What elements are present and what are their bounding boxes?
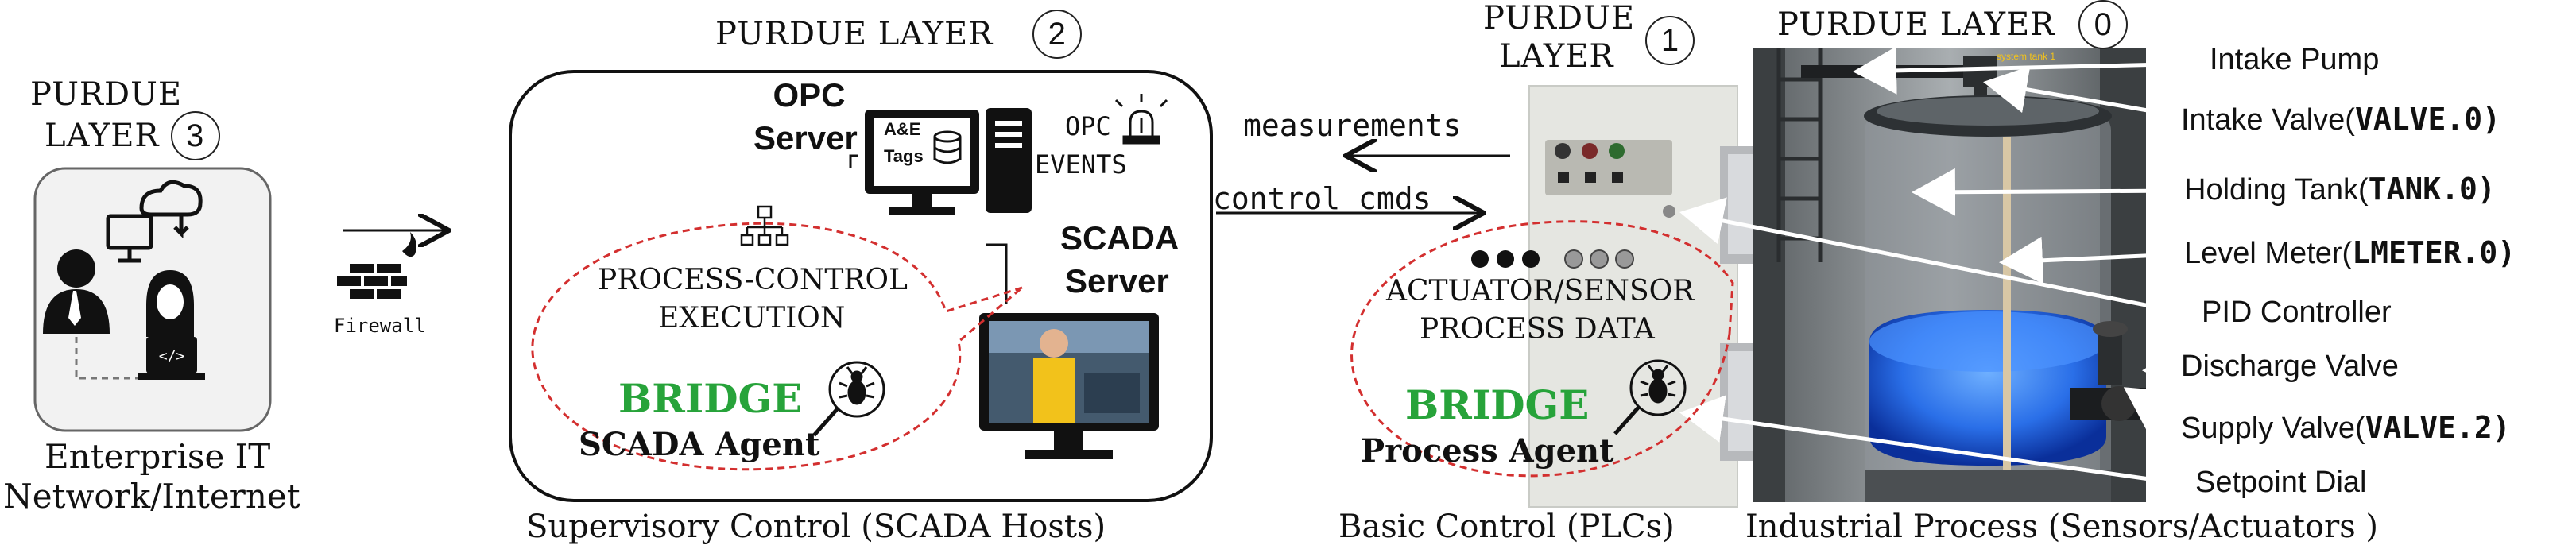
component-level-meter: Level Meter(LMETER.0)	[2184, 235, 2516, 270]
layer0-caption: Industrial Process (Sensors/Actuators )	[1745, 509, 2379, 545]
opc-events-line1: OPC	[1065, 111, 1111, 141]
process-control-line2: EXECUTION	[658, 302, 846, 335]
tank-photo	[1753, 48, 2146, 502]
process-agent-label: Process Agent	[1361, 432, 1614, 470]
opc-server-line2: Server	[753, 119, 858, 157]
hierarchy-icon	[740, 205, 789, 246]
layer3-caption-1: Enterprise IT	[45, 437, 271, 476]
component-holding-tank: Holding Tank(TANK.0)	[2184, 172, 2496, 207]
scada-bridge-bubble	[531, 222, 1023, 471]
scada-server-monitor	[979, 313, 1159, 459]
status-dots	[1471, 249, 1634, 269]
person-icon	[43, 249, 110, 334]
layer1-title-2: LAYER	[1499, 38, 1614, 75]
hacker-icon: </>	[138, 270, 205, 380]
layer0-title: PURDUE LAYER	[1777, 6, 2055, 43]
component-pointers	[1679, 46, 2201, 487]
component-pid-controller: PID Controller	[2202, 296, 2392, 329]
scada-box	[509, 70, 1213, 502]
component-intake-valve: Intake Valve(VALVE.0)	[2181, 102, 2500, 137]
enterprise-box: </>	[33, 167, 272, 432]
layer2-title: PURDUE LAYER	[715, 16, 994, 52]
layer2-caption: Supervisory Control (SCADA Hosts)	[526, 509, 1106, 545]
layer2-number: 2	[1032, 10, 1083, 59]
cloud-computer-icon	[106, 180, 203, 263]
measurements-label: measurements	[1243, 108, 1462, 143]
tank-sign: system tank 1	[1997, 51, 2056, 62]
scada-server-line2: Server	[1065, 262, 1169, 300]
component-supply-valve: Supply Valve(VALVE.2)	[2181, 410, 2511, 445]
component-discharge-valve: Discharge Valve	[2181, 350, 2399, 383]
component-intake-pump: Intake Pump	[2210, 43, 2380, 76]
scada-server-line1: SCADA	[1060, 219, 1180, 257]
firewall-label: Firewall	[334, 315, 426, 337]
layer3-number: 3	[170, 111, 220, 160]
layer3-caption-2: Network/Internet	[3, 477, 300, 516]
process-bridge-label: BRIDGE	[1405, 381, 1590, 428]
layer3-title-2: LAYER	[45, 118, 160, 154]
process-bridge-bubble	[1350, 220, 1734, 478]
opc-server-icon	[849, 108, 1032, 215]
bug-search-icon-2	[1613, 359, 1687, 435]
component-setpoint-dial: Setpoint Dial	[2195, 466, 2367, 499]
ae-tags-1: A&E	[884, 119, 921, 139]
process-data-line1: ACTUATOR/SENSOR	[1386, 275, 1695, 307]
bug-search-icon	[812, 361, 885, 437]
layer1-number: 1	[1645, 16, 1695, 65]
alarm-icon	[1114, 94, 1168, 145]
scada-agent-label: SCADA Agent	[579, 426, 820, 463]
layer1-title-1: PURDUE	[1483, 0, 1636, 37]
process-data-line2: PROCESS DATA	[1420, 313, 1655, 346]
layer3-title-1: PURDUE	[30, 76, 183, 113]
scada-bridge-label: BRIDGE	[618, 375, 803, 422]
process-control-line1: PROCESS-CONTROL	[598, 264, 908, 296]
firewall-icon	[337, 230, 447, 299]
layer2-title-row: PURDUE LAYER 2	[715, 10, 1083, 59]
opc-events-line2: EVENTS	[1035, 149, 1127, 180]
layer0-title-row: PURDUE LAYER 0	[1777, 0, 2129, 49]
svg-text:</>: </>	[159, 348, 185, 365]
control-cmds-label: control cmds	[1213, 181, 1431, 216]
layer3-title-row: LAYER 3	[45, 111, 220, 160]
layer1-caption: Basic Control (PLCs)	[1338, 509, 1675, 545]
layer0-number: 0	[2078, 0, 2129, 49]
database-icon	[933, 130, 962, 164]
opc-server-line1: OPC	[773, 76, 846, 114]
ae-tags-2: Tags	[884, 146, 924, 166]
